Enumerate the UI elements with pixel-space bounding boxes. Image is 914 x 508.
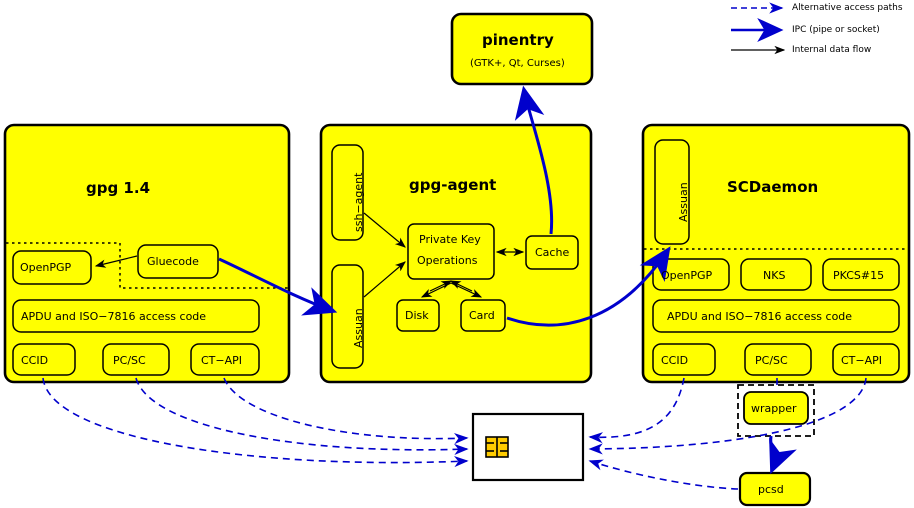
gpg-apdu-label: APDU and ISO−7816 access code <box>21 310 207 323</box>
gpg-title: gpg 1.4 <box>86 179 151 197</box>
gpg-openpgp-label: OpenPGP <box>20 261 72 274</box>
scd-assuan-label: Assuan <box>677 182 690 222</box>
alt-scd-ctapi-to-card <box>588 377 867 455</box>
cache-label: Cache <box>535 246 570 259</box>
gpg-ctapi-box <box>190 343 260 376</box>
legend-label-alt: Alternative access paths <box>792 3 903 13</box>
ipc-cache-to-pinentry <box>514 85 554 235</box>
scd-pkcs15-box <box>822 258 900 291</box>
scdaemon-title: SCDaemon <box>727 178 819 196</box>
gpg-pcsc-box <box>102 343 170 376</box>
pinentry-title: pinentry <box>482 31 554 49</box>
gpg-openpgp-box <box>12 250 92 285</box>
pinentry-subtitle: (GTK+, Qt, Curses) <box>470 58 565 69</box>
sshagent-box <box>331 144 364 241</box>
gpg-ctapi-label: CT−API <box>201 354 243 367</box>
edge-disk-pko <box>429 280 453 292</box>
gpgagent-title: gpg-agent <box>409 176 497 194</box>
alt-scd-ccid-to-card <box>588 377 685 444</box>
sshagent-label: ssh−agent <box>352 172 365 232</box>
scd-apdu-box <box>652 299 900 333</box>
gpg-gluecode-label: Gluecode <box>147 255 199 268</box>
edge-ssh-pko <box>363 212 406 248</box>
pcsd-label: pcsd <box>758 483 784 496</box>
private-key-ops-line2: Operations <box>417 254 478 267</box>
cache-box <box>525 235 579 270</box>
ipc-gluecode-to-assuan <box>218 257 338 316</box>
scd-pcsc-label: PC/SC <box>755 354 788 367</box>
scd-pcsc-box <box>744 343 812 376</box>
scd-nks-box <box>740 258 812 291</box>
smartcard-chip-icon <box>485 436 509 458</box>
gpg-gluecode-box <box>137 244 219 279</box>
scd-openpgp-label: OpenPGP <box>661 269 713 282</box>
scd-assuan-box <box>654 139 690 245</box>
agent-assuan-box <box>331 264 364 369</box>
pinentry-box <box>450 12 594 86</box>
wrapper-label: wrapper <box>751 402 797 415</box>
scd-ctapi-box <box>832 343 900 376</box>
edge-assuan-pko <box>363 261 406 298</box>
private-key-ops-line1: Private Key <box>419 233 481 246</box>
gpg-pcsc-label: PC/SC <box>113 354 146 367</box>
alt-gpg-ccid-to-card <box>42 377 469 468</box>
legend-label-ipc: IPC (pipe or socket) <box>792 25 880 35</box>
legend-label-internal: Internal data flow <box>792 45 872 55</box>
alt-gpg-ctapi-to-card <box>223 377 469 445</box>
edge-card-pko <box>449 280 473 292</box>
edge-gluecode-openpgp <box>94 255 138 268</box>
scd-ccid-box <box>652 343 716 376</box>
gpg-ccid-label: CCID <box>21 354 49 367</box>
ipc-wrapper-to-pcsd <box>769 435 797 475</box>
gpg-apdu-box <box>12 299 260 333</box>
disk-label: Disk <box>405 309 429 322</box>
scd-pkcs15-label: PKCS#15 <box>833 269 885 282</box>
alt-gpg-pcsc-to-card <box>135 377 469 456</box>
card-box <box>460 299 506 332</box>
ipc-card-to-scd-assuan <box>506 246 671 327</box>
private-key-ops-box <box>407 223 495 280</box>
wrapper-dashed-region <box>737 384 815 437</box>
alt-pcsd-to-card <box>588 459 739 490</box>
scd-ctapi-label: CT−API <box>841 354 883 367</box>
gpg-ccid-box <box>12 343 76 376</box>
card-label: Card <box>469 309 495 322</box>
scd-ccid-label: CCID <box>661 354 689 367</box>
scd-nks-label: NKS <box>763 269 786 282</box>
agent-assuan-label: Assuan <box>352 308 365 348</box>
disk-box <box>396 299 440 332</box>
scd-apdu-label: APDU and ISO−7816 access code <box>667 310 853 323</box>
wrapper-box <box>743 391 809 425</box>
